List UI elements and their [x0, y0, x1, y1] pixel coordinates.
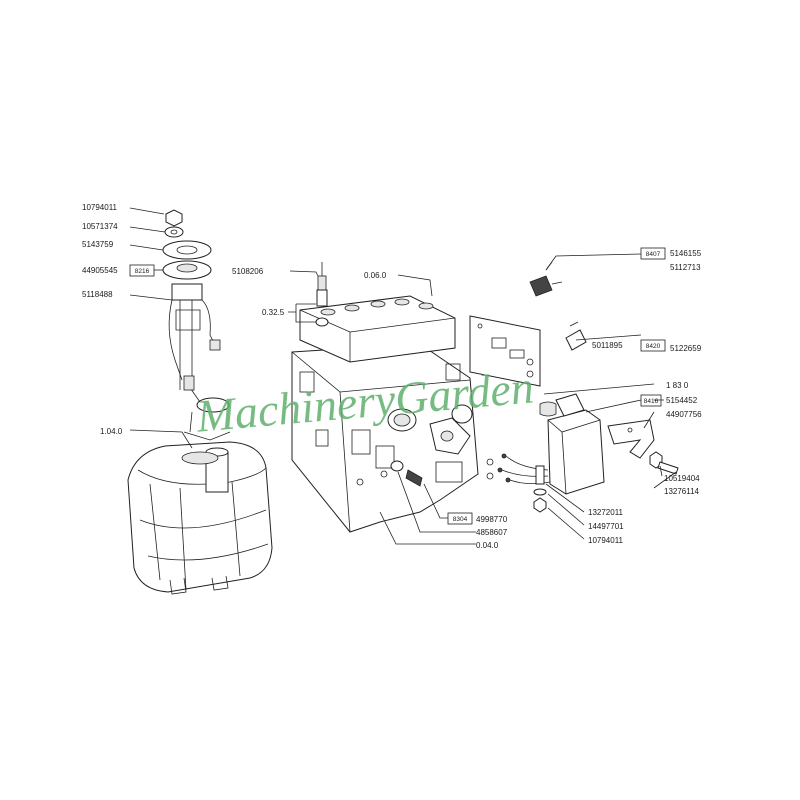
- label-5118488: 5118488: [82, 290, 113, 299]
- label-5143759: 5143759: [82, 240, 114, 249]
- ref-box-8416: [640, 394, 662, 407]
- instrument-panel: [469, 315, 541, 387]
- ref-box-8304-label: 8304: [453, 516, 468, 523]
- ref-box-8216-label: 8216: [135, 268, 150, 275]
- sensor-5011895: [565, 321, 587, 351]
- label-4858607: 4858607: [476, 528, 508, 537]
- label-4998770: 4998770: [476, 515, 508, 524]
- label-5122659: 5122659: [670, 344, 702, 353]
- temp-sender: [315, 262, 329, 327]
- ref-box-8420-label: 8420: [646, 343, 661, 350]
- heater-plug-block: [497, 393, 605, 495]
- label-13276114: 13276114: [664, 487, 700, 496]
- sender-body: [171, 283, 203, 301]
- ref-box-8416-label: 8416: [644, 398, 659, 405]
- ref-box-8420: [640, 339, 666, 352]
- label-1-04-0: 1.04.0: [100, 427, 123, 436]
- bolt-hardware: [533, 451, 679, 513]
- label-5146155: 5146155: [670, 249, 702, 258]
- label-5112713: 5112713: [670, 263, 701, 272]
- label-0-32-5: 0.32.5: [262, 308, 285, 317]
- label-44905545: 44905545: [82, 266, 118, 275]
- ref-box-8407-label: 8407: [646, 251, 661, 258]
- label-1-83-0: 1 83 0: [666, 381, 689, 390]
- sender-float: [196, 397, 230, 413]
- boxed-references: 8216 8407 8420 8416 8304: [129, 247, 666, 525]
- washer: [164, 226, 184, 238]
- label-44907756: 44907756: [666, 410, 702, 419]
- label-10794011-top: 10794011: [82, 203, 118, 212]
- ref-box-8304: [447, 512, 473, 525]
- label-0-06-0: 0.06.0: [364, 271, 387, 280]
- label-10794011-bottom: 10794011: [588, 536, 624, 545]
- label-10519404: 10519404: [664, 474, 700, 483]
- switch-5146155: [529, 261, 563, 297]
- gasket-ring: [162, 240, 212, 260]
- ref-box-8216: [129, 264, 155, 277]
- label-13272011: 13272011: [588, 508, 624, 517]
- bracket: [607, 419, 655, 459]
- fuel-sender-assembly: [162, 209, 230, 413]
- part-labels: 10794011 10571374 5143759 44905545 51184…: [82, 203, 702, 550]
- label-10571374: 10571374: [82, 222, 118, 231]
- nut-top: [165, 209, 183, 227]
- label-5108206: 5108206: [232, 267, 264, 276]
- fuel-tank: [127, 441, 273, 595]
- label-5154452: 5154452: [666, 396, 698, 405]
- label-14497701: 14497701: [588, 522, 624, 531]
- leader-lines: [129, 207, 677, 545]
- engine-block: [291, 295, 494, 533]
- label-5011895: 5011895: [592, 341, 623, 350]
- label-0-04-0: 0.04.0: [476, 541, 499, 550]
- ref-box-8407: [640, 247, 666, 260]
